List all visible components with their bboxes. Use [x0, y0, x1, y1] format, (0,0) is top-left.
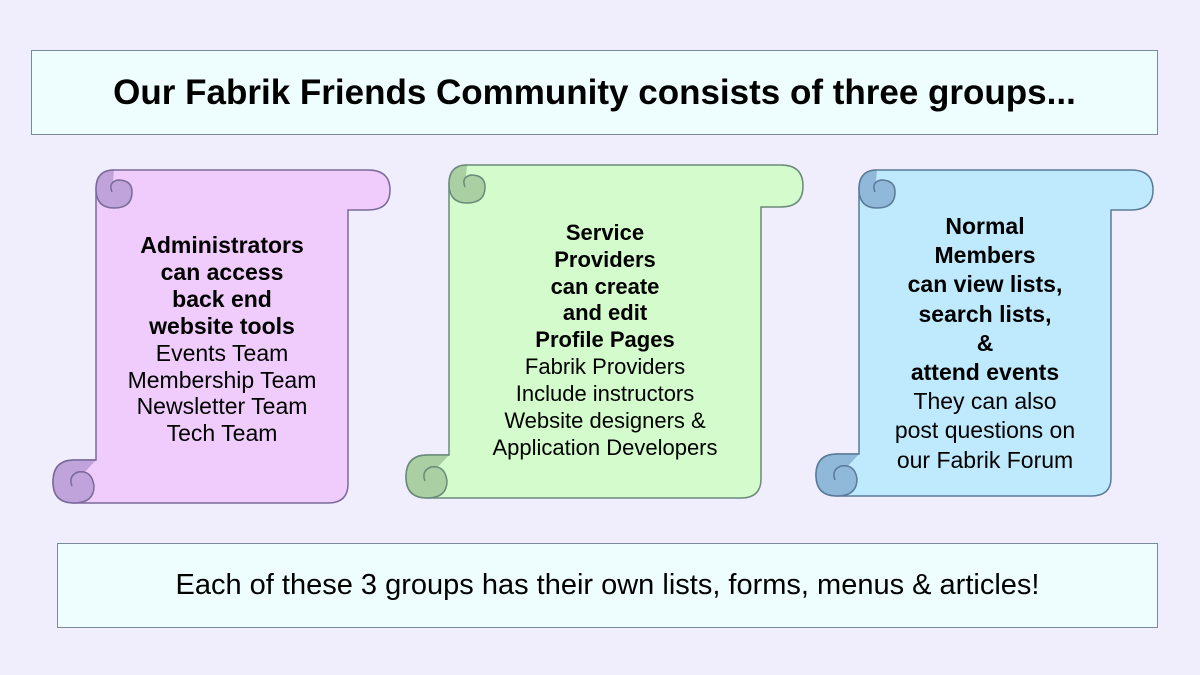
member-normal-line: our Fabrik Forum — [896, 446, 1074, 473]
admin-normal-line: Events Team — [155, 339, 289, 366]
admin-scroll-shape — [52, 169, 391, 504]
provider-bold-line: Providers — [554, 246, 656, 272]
footer-text: Each of these 3 groups has their own lis… — [175, 569, 1040, 601]
provider-scroll-shape — [405, 164, 804, 499]
provider-bold-line: Profile Pages — [535, 327, 675, 353]
title-banner: Our Fabrik Friends Community consists of… — [31, 50, 1158, 135]
member-bold-line: search lists, — [918, 300, 1052, 327]
footer-banner: Each of these 3 groups has their own lis… — [57, 543, 1158, 628]
member-bold-line: can view lists, — [907, 271, 1063, 298]
provider-bold-line: and edit — [562, 300, 648, 326]
provider-normal-line: Include instructors — [515, 380, 695, 406]
member-normal-line: They can also — [913, 388, 1057, 415]
admin-bold-line: website tools — [149, 312, 295, 339]
provider-normal-line: Application Developers — [492, 434, 718, 460]
provider-bold-line: Service — [565, 220, 645, 245]
admin-normal-line: Newsletter Team — [136, 393, 308, 420]
provider-bold-line: can create — [550, 273, 660, 299]
member-bold-line: & — [976, 329, 994, 356]
member-bold-line: Normal — [945, 213, 1025, 239]
member-scroll-shape — [815, 169, 1154, 497]
admin-normal-line: Membership Team — [127, 366, 317, 393]
admin-bold-line: can access — [160, 258, 284, 285]
admin-normal-line: Tech Team — [166, 420, 278, 447]
admin-bold-line: back end — [172, 285, 272, 312]
page-title: Our Fabrik Friends Community consists of… — [113, 72, 1076, 112]
member-normal-line: post questions on — [894, 417, 1076, 444]
provider-normal-line: Website designers & — [504, 407, 706, 433]
member-bold-line: Members — [934, 242, 1036, 269]
provider-normal-line: Fabrik Providers — [524, 354, 686, 380]
admin-bold-line: Administrators — [140, 232, 304, 258]
member-bold-line: attend events — [910, 359, 1060, 386]
